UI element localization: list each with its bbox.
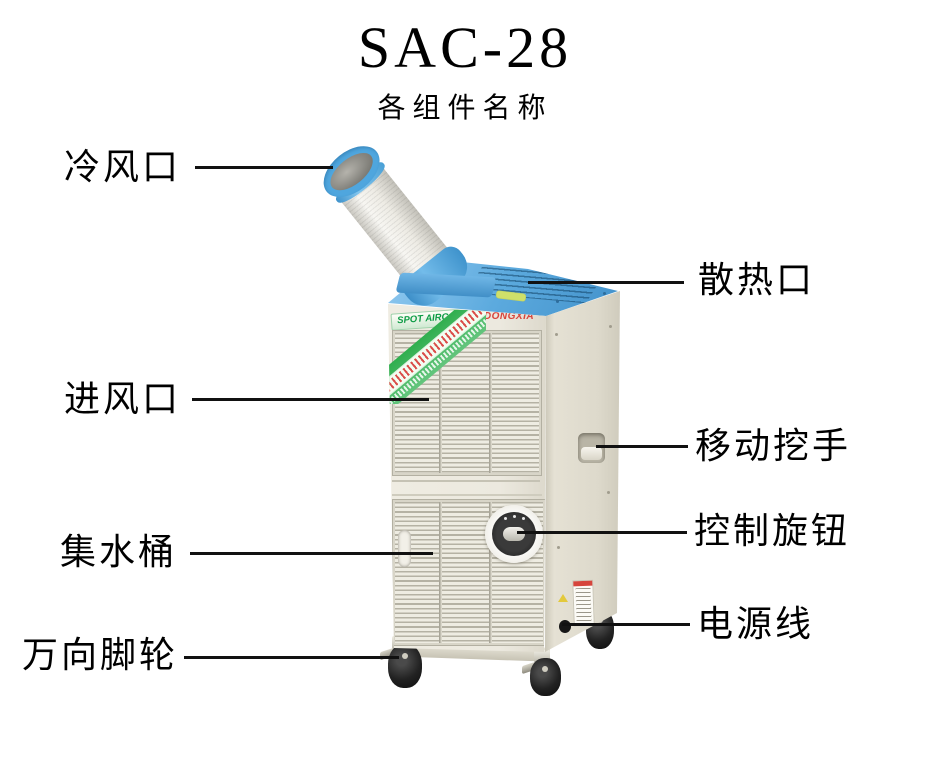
- control-knob-ring: [492, 512, 536, 556]
- screw-dot: [557, 546, 560, 549]
- control-knob-grip: [503, 527, 525, 541]
- page-title: SAC-28: [357, 15, 573, 80]
- carry-handle-lip: [581, 447, 602, 460]
- label-power-cord: 电源线: [697, 604, 815, 644]
- leader-line-carry-handle: [596, 445, 688, 448]
- grille-divider: [439, 502, 442, 643]
- front-panel: SPOT AIRCON DONGXIA: [388, 304, 546, 652]
- caster-wheel: [530, 658, 561, 696]
- leader-line-heat-exhaust: [528, 281, 684, 284]
- leader-line-control-knob: [517, 531, 687, 534]
- grille-divider: [439, 333, 442, 473]
- screw-dot: [609, 325, 612, 328]
- panel-groove: [392, 480, 540, 482]
- rating-label-rows: [575, 587, 592, 624]
- rating-label-header: [573, 580, 593, 587]
- label-casters: 万向脚轮: [22, 635, 179, 675]
- brand-logo: DONGXIA: [483, 311, 535, 322]
- carry-handle-recess: [578, 433, 605, 463]
- bucket-handle-recess: [398, 530, 411, 567]
- power-cord-entry: [559, 620, 571, 633]
- leader-line-air-inlet: [192, 398, 429, 401]
- screw-dot: [556, 300, 559, 303]
- label-water-bucket: 集水桶: [60, 532, 178, 572]
- leader-line-power-cord: [562, 623, 690, 626]
- warning-triangle-icon: [558, 594, 568, 602]
- page-subtitle: 各组件名称: [377, 93, 553, 124]
- label-air-inlet: 进风口: [64, 379, 182, 419]
- control-knob: [485, 505, 543, 563]
- promo-sticker-band: [388, 310, 486, 404]
- label-heat-exhaust: 散热口: [698, 260, 816, 300]
- grille-divider: [489, 333, 492, 473]
- leader-line-cold-air-outlet: [195, 166, 333, 169]
- label-control-knob: 控制旋钮: [694, 511, 851, 551]
- panel-groove: [392, 494, 542, 496]
- side-panel: [545, 291, 620, 652]
- label-carry-handle: 移动挖手: [695, 426, 852, 466]
- screw-dot: [555, 333, 558, 336]
- label-cold-air-outlet: 冷风口: [64, 147, 182, 187]
- grille-divider: [489, 502, 492, 643]
- screw-dot: [607, 491, 610, 494]
- screw-dot: [603, 292, 606, 295]
- promo-sticker: [388, 310, 486, 404]
- leader-line-casters: [184, 656, 399, 659]
- rating-label: [572, 579, 595, 627]
- caster-wheel: [388, 644, 422, 688]
- leader-line-water-bucket: [190, 552, 433, 555]
